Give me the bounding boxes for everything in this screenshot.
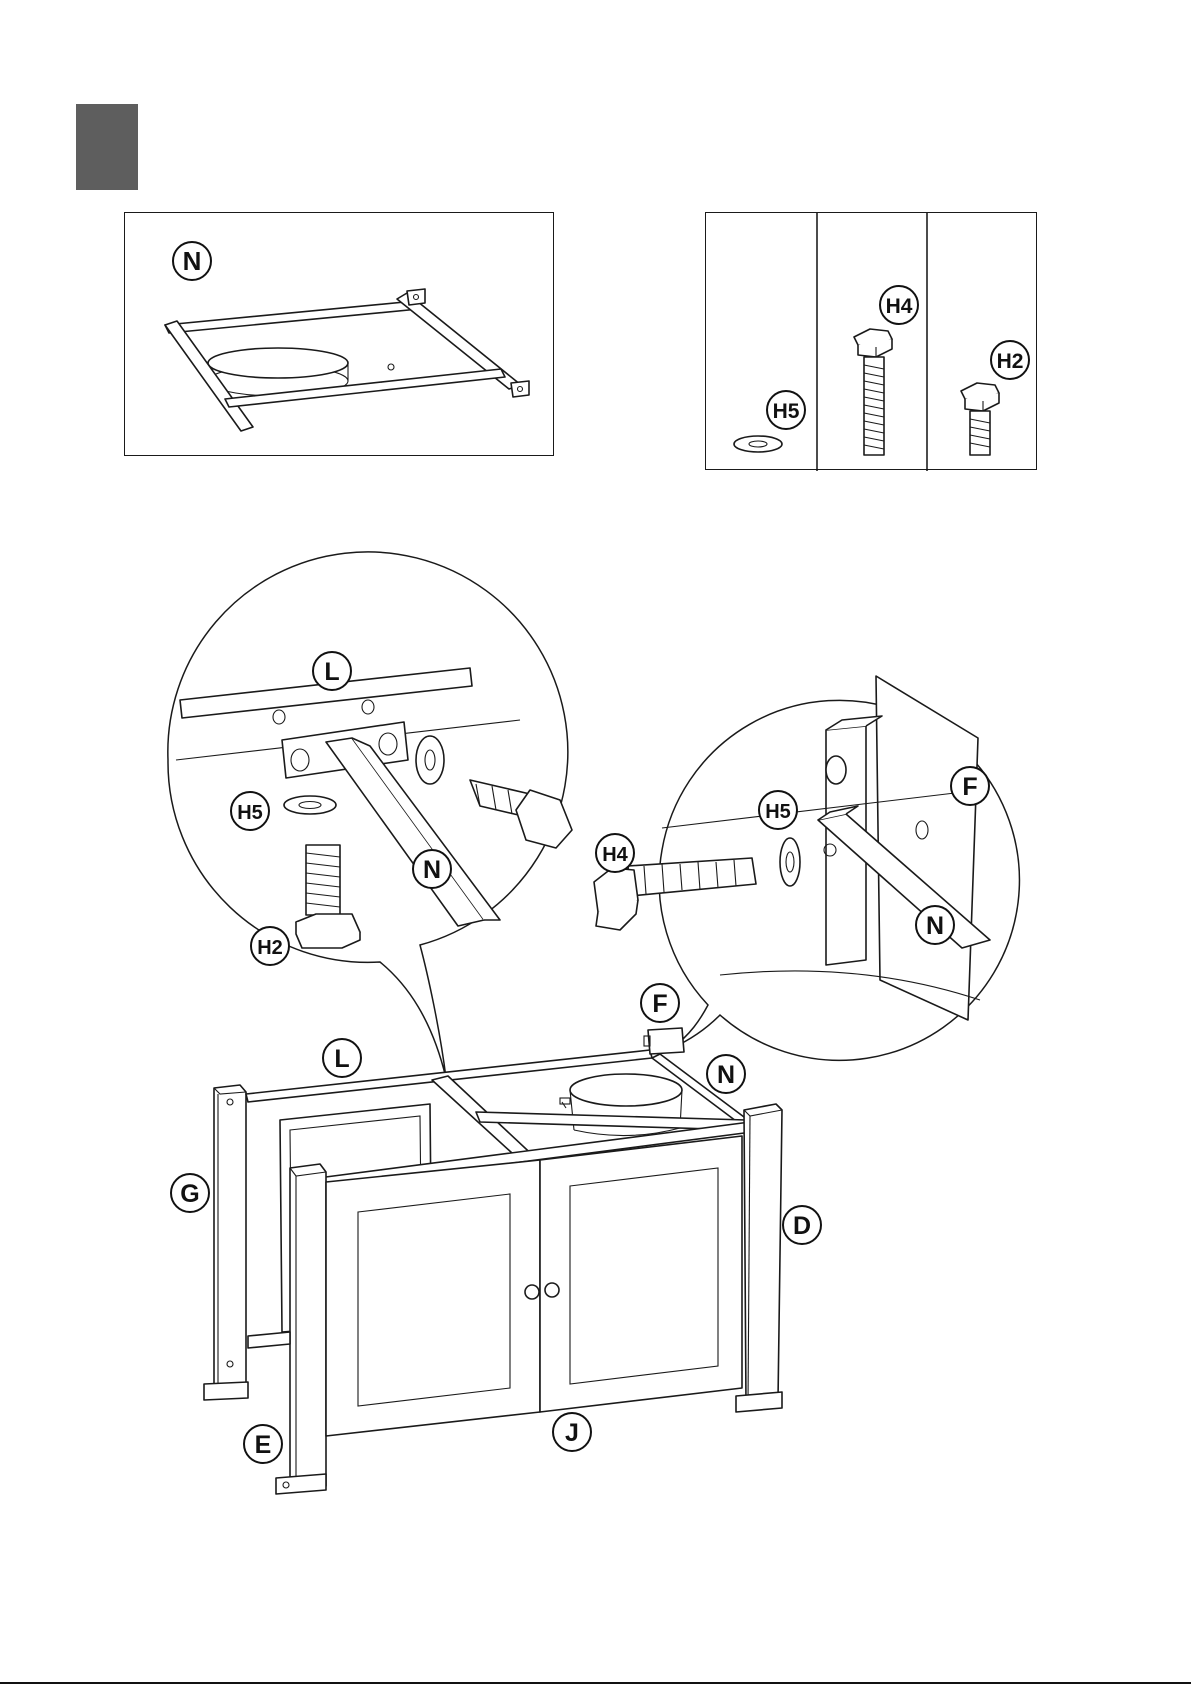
callout-assembly-N: N bbox=[707, 1055, 745, 1093]
callout-assembly-G: G bbox=[171, 1174, 209, 1212]
svg-text:N: N bbox=[926, 912, 944, 940]
callout-assembly-E: E bbox=[244, 1425, 282, 1463]
cabinet-illustration: F L N G D E J bbox=[171, 984, 821, 1494]
svg-text:F: F bbox=[652, 990, 667, 1018]
callout-right-H4: H4 bbox=[596, 834, 634, 872]
svg-text:G: G bbox=[180, 1180, 199, 1208]
svg-text:N: N bbox=[717, 1061, 735, 1089]
callout-assembly-J: J bbox=[553, 1413, 591, 1451]
callout-left-H2: H2 bbox=[251, 927, 289, 965]
svg-text:E: E bbox=[255, 1431, 272, 1459]
svg-text:L: L bbox=[334, 1045, 349, 1073]
callout-left-L: L bbox=[313, 652, 351, 690]
svg-text:H2: H2 bbox=[257, 937, 283, 959]
svg-text:J: J bbox=[565, 1419, 579, 1447]
left-detail-zoom: L H5 N H2 bbox=[168, 552, 572, 1078]
svg-text:N: N bbox=[423, 856, 441, 884]
callout-right-F: F bbox=[951, 767, 989, 805]
svg-text:F: F bbox=[962, 773, 977, 801]
callout-left-H5: H5 bbox=[231, 792, 269, 830]
svg-text:D: D bbox=[793, 1212, 811, 1240]
callout-right-H5: H5 bbox=[759, 791, 797, 829]
svg-text:L: L bbox=[324, 658, 339, 686]
callout-right-N: N bbox=[916, 906, 954, 944]
svg-text:H5: H5 bbox=[237, 802, 263, 824]
callout-left-N: N bbox=[413, 850, 451, 888]
svg-text:H5: H5 bbox=[765, 801, 791, 823]
callout-assembly-D: D bbox=[783, 1206, 821, 1244]
callout-assembly-L: L bbox=[323, 1039, 361, 1077]
svg-text:H4: H4 bbox=[602, 844, 628, 866]
callout-assembly-F: F bbox=[641, 984, 679, 1022]
